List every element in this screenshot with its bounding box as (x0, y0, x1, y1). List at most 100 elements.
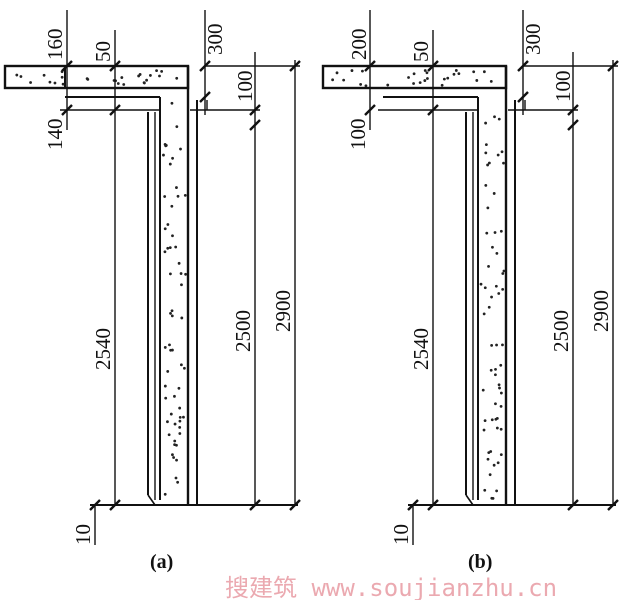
dim-drop: 100 (233, 71, 257, 103)
concrete-stipple (483, 488, 487, 492)
concrete-stipple (15, 73, 19, 77)
dimension-tick (199, 60, 211, 72)
dim-clear-height: 2500 (231, 310, 255, 352)
concrete-stipple (501, 272, 505, 275)
concrete-stipple (179, 147, 182, 151)
concrete-stipple (171, 234, 174, 238)
concrete-stipple (497, 383, 501, 387)
concrete-stipple (170, 101, 174, 105)
dimension-tick (109, 60, 121, 72)
concrete-stipple (501, 343, 504, 347)
dim-step: 100 (346, 119, 370, 151)
concrete-stipple (499, 363, 503, 367)
concrete-stipple (29, 81, 32, 84)
concrete-stipple (178, 426, 182, 429)
concrete-stipple (163, 384, 167, 388)
concrete-stipple (386, 83, 390, 87)
concrete-stipple (364, 84, 368, 88)
concrete-stipple (175, 125, 179, 129)
concrete-stipple (61, 82, 65, 86)
concrete-stipple (169, 272, 172, 276)
concrete-stipple (149, 74, 152, 77)
concrete-stipple (155, 69, 158, 73)
concrete-stipple (483, 286, 487, 290)
dimension-tick (567, 104, 579, 116)
concrete-stipple (446, 76, 450, 80)
concrete-stipple (501, 287, 505, 291)
concrete-stipple (494, 373, 497, 377)
concrete-stipple (48, 80, 52, 84)
concrete-stipple (442, 77, 446, 81)
concrete-stipple (423, 79, 427, 82)
dim-top-left: 200 (347, 29, 371, 61)
concrete-stipple (487, 264, 490, 268)
roof-slab (3, 64, 190, 90)
dim-wall-thickness: 300 (521, 24, 545, 56)
dim-drop: 100 (551, 71, 575, 103)
concrete-stipple (335, 71, 339, 75)
concrete-stipple (418, 81, 422, 85)
concrete-stipple (53, 81, 57, 85)
concrete-stipple (163, 195, 167, 198)
concrete-stipple (167, 433, 171, 437)
concrete-stipple (492, 463, 496, 467)
concrete-stipple (160, 69, 164, 73)
concrete-stipple (487, 451, 491, 455)
concrete-stipple (494, 367, 497, 371)
concrete-stipple (499, 453, 503, 457)
concrete-stipple (171, 156, 174, 160)
concrete-stipple (163, 492, 167, 496)
concrete-stipple (174, 476, 178, 480)
concrete-stipple (145, 78, 149, 82)
dimension-tick (289, 60, 301, 72)
concrete-stipple (423, 69, 427, 72)
concrete-stipple (502, 161, 505, 165)
concrete-stipple (175, 458, 178, 462)
concrete-stipple (182, 366, 186, 370)
concrete-stipple (481, 388, 485, 392)
concrete-stipple (166, 370, 170, 373)
concrete-stipple (452, 72, 456, 76)
concrete-stipple (178, 432, 182, 435)
concrete-stipple (490, 343, 494, 347)
concrete-stipple (487, 305, 491, 309)
concrete-stipple (173, 439, 177, 443)
concrete-stipple (412, 72, 416, 76)
concrete-stipple (484, 121, 488, 125)
concrete-stipple (180, 316, 184, 320)
concrete-stipple (168, 343, 171, 347)
dimension-tick (249, 104, 261, 116)
dimension-tick (407, 499, 419, 511)
concrete-stipple (497, 117, 501, 121)
concrete-stipple (495, 343, 498, 347)
concrete-stipple (342, 78, 346, 82)
finish-chamfer (147, 494, 156, 506)
concrete-stipple (168, 162, 172, 166)
dim-total-height: 2900 (589, 290, 613, 332)
concrete-stipple (176, 194, 180, 198)
concrete-stipple (486, 457, 490, 461)
concrete-stipple (177, 261, 181, 265)
concrete-stipple (169, 412, 173, 416)
concrete-stipple (407, 76, 410, 79)
concrete-stipple (500, 150, 504, 154)
dimension-tick (109, 104, 121, 116)
dimension-tick (199, 91, 211, 103)
concrete-stipple (359, 83, 363, 86)
concrete-stipple (483, 419, 487, 423)
concrete-stipple (164, 144, 168, 148)
finish-chamfer (465, 494, 474, 506)
dim-step: 140 (43, 119, 67, 151)
concrete-stipple (173, 443, 176, 446)
dim-clear-height: 2500 (549, 310, 573, 352)
concrete-stipple (496, 461, 500, 465)
concrete-stipple (489, 80, 493, 83)
dimension-tick (427, 60, 439, 72)
concrete-stipple (482, 312, 486, 316)
concrete-stipple (182, 415, 185, 419)
dimension-tick (567, 499, 579, 511)
dim-inner-height: 2540 (409, 328, 433, 370)
